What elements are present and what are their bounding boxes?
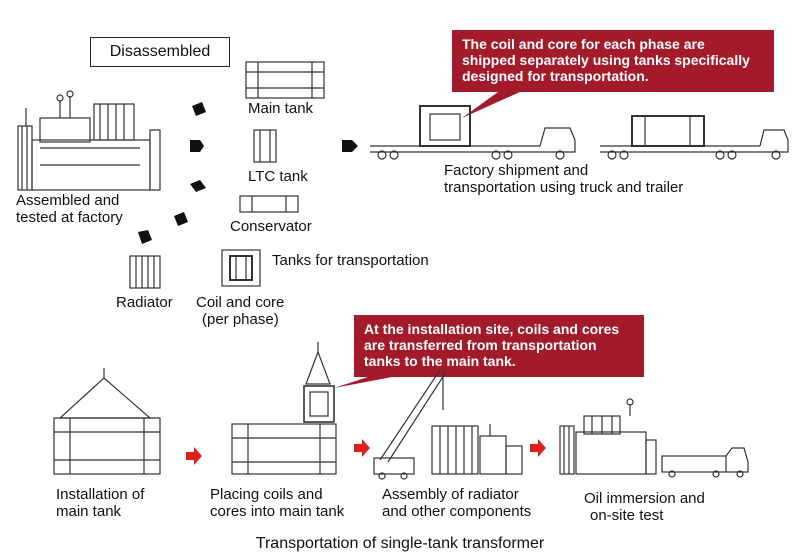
ltc-tank-label: LTC tank xyxy=(248,168,308,185)
step4-label: Oil immersion and on-site test xyxy=(584,490,705,524)
step3-label: Assembly of radiator and other component… xyxy=(382,486,532,520)
arrow-to-coil-core xyxy=(174,212,188,226)
step-arrow-1 xyxy=(186,447,202,465)
callout-top-line: The coil and core for each phase are xyxy=(462,36,705,52)
step4-oil-test-drawing xyxy=(559,398,749,478)
factory-shipment-label: Factory shipment and transportation usin… xyxy=(444,162,684,196)
conservator-label: Conservator xyxy=(230,218,312,235)
tanks-for-transportation-label: Tanks for transportation xyxy=(272,252,429,269)
arrow-to-main-tank xyxy=(192,102,206,116)
step2-label: Placing coils and cores into main tank xyxy=(210,486,345,520)
callout-mid-line: At the installation site, coils and core… xyxy=(364,321,620,337)
callout-mid-line: tanks to the main tank. xyxy=(364,353,516,369)
arrow-to-radiator xyxy=(138,230,152,244)
figure-caption: Transportation of single-tank transforme… xyxy=(255,535,545,552)
step2-placing-coils-drawing xyxy=(231,342,337,475)
coil-core-label: Coil and core (per phase) xyxy=(196,294,285,328)
step3-crane-assembly-drawing xyxy=(373,369,523,480)
callout-transport-tanks: The coil and core for each phase are shi… xyxy=(452,30,774,92)
conservator-drawing xyxy=(239,195,299,213)
assembled-label: Assembled and tested at factory xyxy=(16,192,123,226)
ltc-tank-drawing xyxy=(253,129,277,163)
radiator-drawing xyxy=(129,255,161,289)
arrow-to-shipment xyxy=(342,140,358,152)
step-arrow-2 xyxy=(354,439,370,457)
step1-label: Installation of main tank xyxy=(56,486,145,520)
disassembled-label: Disassembled xyxy=(90,37,230,67)
truck-trailer-2-drawing xyxy=(600,115,789,160)
arrow-to-ltc-tank xyxy=(190,140,204,152)
truck-trailer-1-drawing xyxy=(370,105,576,160)
radiator-label: Radiator xyxy=(116,294,173,311)
main-tank-label: Main tank xyxy=(248,100,314,117)
assembled-transformer-drawing xyxy=(17,90,161,191)
callout-transfer-coils: At the installation site, coils and core… xyxy=(354,315,644,377)
callout-top-line: shipped separately using tanks specifica… xyxy=(462,52,750,68)
step1-main-tank-drawing xyxy=(53,368,161,475)
main-tank-drawing xyxy=(245,61,325,99)
callout-top-line: designed for transportation. xyxy=(462,68,649,84)
callout-mid-line: are transferred from transportation xyxy=(364,337,597,353)
coil-core-tank-drawing xyxy=(221,249,261,287)
arrow-to-conservator xyxy=(190,180,206,192)
step-arrow-3 xyxy=(530,439,546,457)
